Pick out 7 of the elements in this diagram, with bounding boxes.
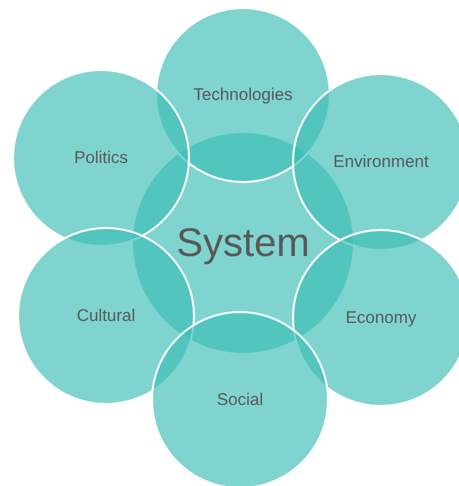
circle-label: Social: [216, 390, 264, 410]
circle-label: Politics: [74, 148, 128, 168]
circle-label: Environment: [333, 152, 429, 172]
circle-label: Economy: [346, 308, 416, 328]
circle-label: System: [176, 220, 310, 266]
circle-label: Technologies: [193, 85, 293, 105]
circle-label: Cultural: [76, 306, 136, 326]
